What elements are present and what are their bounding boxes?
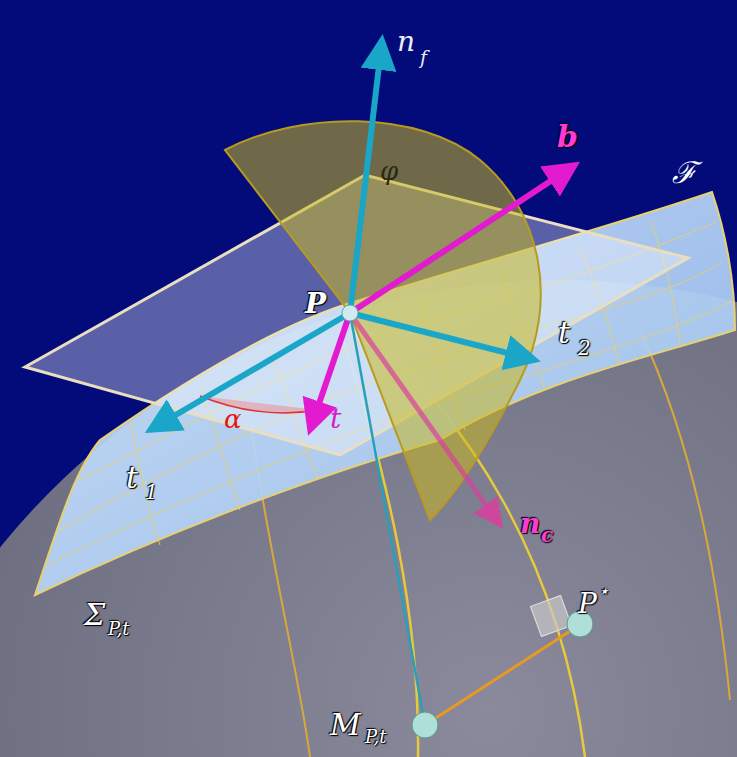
subscript-holder: c	[541, 525, 553, 546]
vector-name-holder: t	[558, 318, 570, 348]
sphere-name-holder: Σ	[84, 600, 105, 630]
vector-name-holder: n	[397, 28, 415, 56]
angle-name-holder: α	[224, 406, 242, 432]
point-name: M	[330, 707, 361, 742]
point-name: P	[305, 287, 326, 320]
vector-name-holder: b	[557, 122, 578, 152]
point-name-holder: P	[305, 290, 326, 318]
subscript-holder: P,t	[365, 728, 386, 747]
vector-name: n	[397, 25, 415, 58]
subscript: P,t	[365, 726, 386, 747]
vector-name: t	[558, 315, 570, 350]
point	[342, 305, 358, 321]
angle-name: α	[224, 404, 242, 434]
vector-name: n	[520, 507, 540, 540]
vector-name-holder: t	[330, 405, 341, 433]
vector-name: t	[126, 460, 138, 495]
subscript-holder: 1	[145, 482, 158, 503]
sphere-name: Σ	[84, 597, 105, 632]
subscript-holder: f	[420, 48, 427, 68]
point	[412, 712, 438, 738]
superscript: ⋆	[598, 580, 609, 601]
vector-name: b	[557, 119, 578, 154]
subscript: P,t	[108, 618, 129, 639]
angle-name: φ	[380, 156, 398, 186]
superscript-holder: ⋆	[598, 582, 609, 601]
subscript: 2	[578, 336, 591, 360]
surface-name-holder: ℱ	[672, 158, 697, 188]
subscript: 1	[145, 480, 158, 504]
point-name-holder: P	[578, 590, 597, 618]
subscript-holder: P,t	[108, 620, 129, 639]
point-name-holder: M	[330, 710, 361, 740]
angle-name-holder: φ	[380, 158, 398, 184]
subscript: f	[420, 46, 427, 68]
vector-name-holder: t	[126, 463, 138, 493]
normal-plane	[225, 121, 541, 520]
surface-name: ℱ	[672, 155, 697, 190]
subscript-holder: 2	[578, 338, 591, 359]
subscript: c	[541, 523, 553, 547]
vector-name: t	[330, 402, 341, 435]
vector-name-holder: n	[520, 510, 540, 538]
point-name: P	[578, 587, 597, 620]
